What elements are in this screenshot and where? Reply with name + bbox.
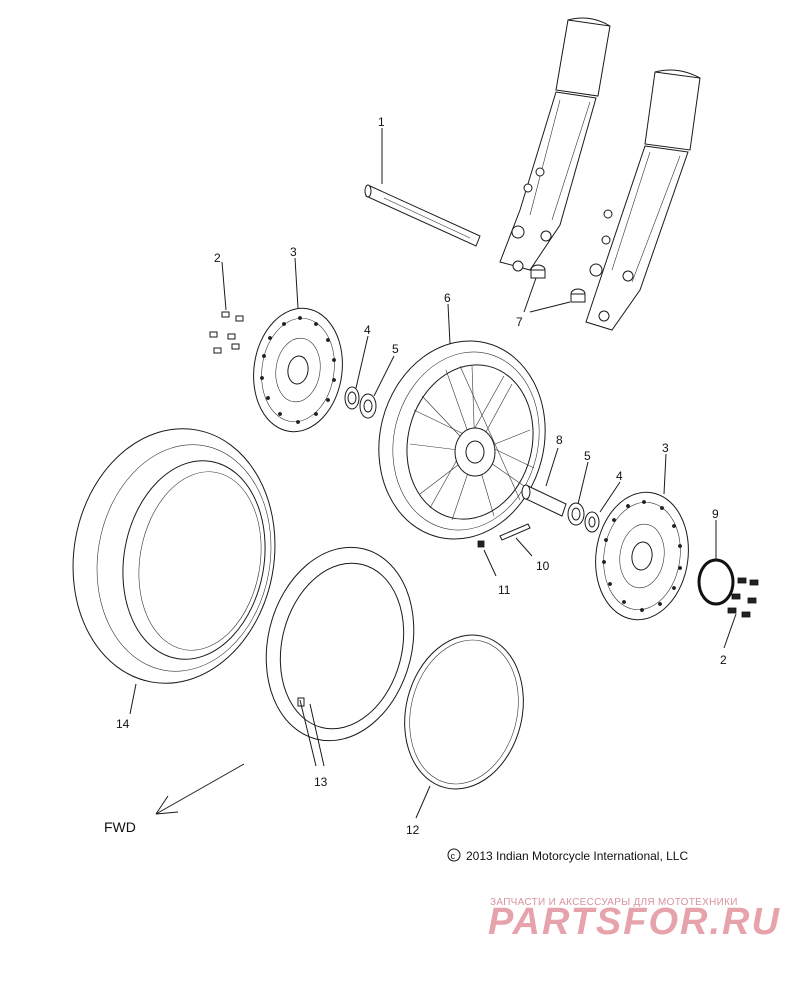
wheel-spacer bbox=[521, 484, 567, 517]
callout-4-left: 4 bbox=[364, 323, 371, 337]
watermark: ЗАПЧАСТИ И АКСЕССУАРЫ ДЛЯ МОТОТЕХНИКИ PA… bbox=[488, 897, 781, 943]
callout-12: 12 bbox=[406, 823, 420, 837]
front-fork-left bbox=[499, 17, 611, 272]
inner-tube bbox=[265, 546, 415, 742]
forward-arrow-icon bbox=[155, 763, 245, 815]
callout-3-right: 3 bbox=[662, 441, 669, 455]
rotor-bolts-right bbox=[727, 577, 759, 618]
copyright-icon bbox=[447, 848, 461, 862]
fwd-label: FWD bbox=[104, 819, 136, 835]
callout-14: 14 bbox=[116, 717, 130, 731]
copyright-notice: c 2013 Indian Motorcycle International, … bbox=[447, 848, 688, 863]
callout-11: 11 bbox=[498, 583, 511, 597]
callout-9: 9 bbox=[712, 507, 719, 521]
callout-3-left: 3 bbox=[290, 245, 297, 259]
callout-5-right: 5 bbox=[584, 449, 591, 463]
watermark-tagline: ЗАПЧАСТИ И АКСЕССУАРЫ ДЛЯ МОТОТЕХНИКИ bbox=[490, 897, 738, 908]
copyright-icon-letter: c bbox=[451, 851, 456, 861]
tire bbox=[72, 428, 276, 684]
wheel-seal-right bbox=[584, 511, 600, 533]
callout-4-right: 4 bbox=[616, 469, 623, 483]
rim-strip-piece bbox=[499, 523, 531, 541]
watermark-brand: PARTSFOR.RU bbox=[488, 901, 781, 943]
callout-10: 10 bbox=[536, 559, 550, 573]
brake-disc-left bbox=[253, 307, 343, 433]
callout-6: 6 bbox=[444, 291, 451, 305]
rotor-bolts-left bbox=[209, 311, 244, 354]
valve-piece bbox=[477, 540, 485, 548]
axle-shaft bbox=[364, 184, 481, 247]
wheel-seal-left bbox=[344, 386, 360, 410]
brake-disc-right bbox=[595, 491, 689, 621]
abs-tone-ring bbox=[697, 558, 735, 606]
fork-spacer-7a bbox=[530, 264, 546, 279]
callout-2-right: 2 bbox=[720, 653, 727, 667]
callout-8: 8 bbox=[556, 433, 563, 447]
copyright-text: 2013 Indian Motorcycle International, LL… bbox=[466, 849, 688, 863]
callout-2-left: 2 bbox=[214, 251, 221, 265]
fork-spacer-7b bbox=[570, 288, 586, 303]
rim-band bbox=[404, 634, 524, 790]
callout-7: 7 bbox=[516, 315, 523, 329]
wheel-bearing-right bbox=[567, 502, 585, 526]
leader-lines bbox=[129, 128, 737, 819]
callout-13: 13 bbox=[314, 775, 328, 789]
front-fork-right bbox=[585, 69, 701, 331]
callout-1: 1 bbox=[378, 115, 385, 129]
spoked-wheel-rim bbox=[378, 340, 546, 540]
brake-disc-left-holes bbox=[260, 316, 336, 424]
wheel-bearing-left bbox=[359, 393, 377, 419]
callout-5-left: 5 bbox=[392, 342, 399, 356]
brake-disc-right-holes bbox=[602, 500, 682, 612]
